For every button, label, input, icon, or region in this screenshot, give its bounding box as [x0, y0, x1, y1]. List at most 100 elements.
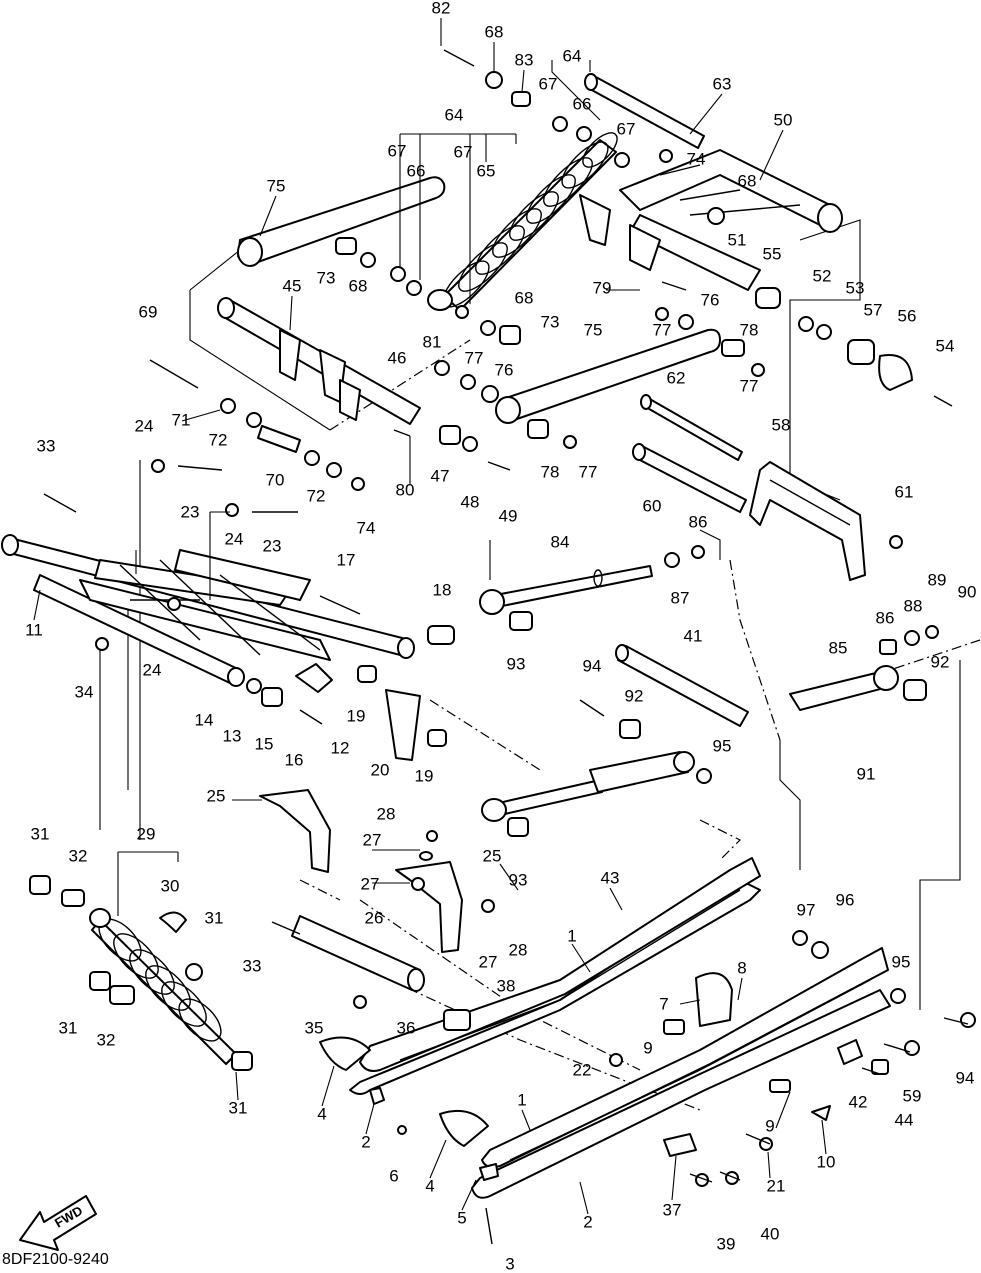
lower-front-arm: [291, 915, 425, 992]
part-callout: 31: [31, 824, 50, 843]
shaft-41: [615, 644, 749, 727]
part-callout: 59: [903, 1086, 922, 1105]
part-callout: 68: [738, 171, 757, 190]
part-callout: 49: [499, 506, 518, 525]
part-callout: 24: [135, 416, 154, 435]
part-callout: 1: [567, 926, 576, 945]
part-callout: 83: [515, 50, 534, 69]
part-callout: 67: [539, 74, 558, 93]
part-callout: 74: [357, 518, 376, 537]
part-callout: 60: [643, 496, 662, 515]
part-callout: 92: [625, 686, 644, 705]
part-callout: 81: [423, 332, 442, 351]
part-callout: 67: [388, 141, 407, 160]
part-callout: 68: [485, 22, 504, 41]
part-callout: 27: [479, 952, 498, 971]
part-callout: 16: [285, 750, 304, 769]
part-callout: 93: [507, 654, 526, 673]
part-callout: 6: [389, 1166, 398, 1185]
part-callout: 67: [454, 142, 473, 161]
part-callout: 82: [432, 0, 451, 17]
forward-direction-arrow: FWD: [19, 1195, 97, 1251]
part-callout: 19: [415, 766, 434, 785]
part-callout: 52: [813, 266, 832, 285]
part-callout: 25: [483, 846, 502, 865]
part-callout: 37: [663, 1200, 682, 1219]
part-callout: 21: [767, 1176, 786, 1195]
part-callout: 77: [740, 376, 759, 395]
rod-84: [479, 565, 653, 615]
part-callout: 78: [740, 320, 759, 339]
part-callout: 17: [337, 550, 356, 569]
part-callout: 53: [846, 278, 865, 297]
part-callout: 12: [331, 738, 350, 757]
part-callout: 9: [765, 1116, 774, 1135]
part-callout: 76: [495, 360, 514, 379]
part-callout: 69: [139, 302, 158, 321]
part-callout: 31: [229, 1098, 248, 1117]
part-callout: 70: [266, 470, 285, 489]
part-callout: 50: [774, 110, 793, 129]
shock-bracket-25b: [395, 861, 463, 953]
part-callout: 76: [701, 290, 720, 309]
part-callout: 4: [317, 1104, 326, 1123]
part-callout: 75: [267, 176, 286, 195]
part-callout: 33: [243, 956, 262, 975]
part-callout: 64: [563, 46, 582, 65]
part-callout: 63: [713, 74, 732, 93]
part-callout: 93: [509, 870, 528, 889]
part-callout: 74: [687, 149, 706, 168]
part-callout: 14: [195, 710, 214, 729]
part-callout: 77: [579, 462, 598, 481]
part-callout: 44: [895, 1110, 914, 1129]
part-callout: 97: [797, 900, 816, 919]
part-callout: 89: [928, 570, 947, 589]
part-callout: 64: [445, 105, 464, 124]
part-callout: 3: [505, 1254, 514, 1273]
stopper-bracket: [749, 461, 866, 581]
callout-leaders: [33, 18, 827, 1215]
part-callout: 46: [388, 348, 407, 367]
part-callout: 77: [653, 320, 672, 339]
upper-rear-frame: [579, 149, 843, 291]
part-callout: 13: [223, 726, 242, 745]
part-callout: 45: [283, 276, 302, 295]
part-callout: 8: [737, 958, 746, 977]
callout-layer: 82 68 83 64 63 67 66 64 67 66 67 65 67 7…: [25, 0, 976, 1273]
rod-62: [640, 394, 743, 461]
part-callout: 27: [363, 830, 382, 849]
part-callout: 39: [717, 1234, 736, 1253]
part-callout: 72: [209, 430, 228, 449]
part-callout: 11: [25, 620, 43, 639]
part-callout: 15: [255, 734, 274, 753]
part-callout: 96: [836, 890, 855, 909]
part-callout: 55: [763, 244, 782, 263]
rod-60: [632, 443, 747, 513]
part-callout: 84: [551, 532, 570, 551]
part-callout: 87: [671, 588, 690, 607]
part-callout: 23: [263, 536, 282, 555]
part-callout: 79: [593, 278, 612, 297]
lower-link-arm: [495, 328, 721, 424]
part-callout: 35: [305, 1018, 324, 1037]
part-callout: 54: [936, 336, 955, 355]
part-callout: 24: [143, 660, 162, 679]
part-callout: 67: [617, 119, 636, 138]
part-callout: 24: [225, 529, 244, 548]
rod-63: [584, 73, 705, 149]
part-callout: 85: [829, 638, 848, 657]
part-callout: 2: [583, 1212, 592, 1231]
part-callout: 32: [69, 846, 88, 865]
shock-bracket-25: [259, 789, 331, 873]
arm-85: [789, 665, 899, 711]
part-callout: 18: [433, 580, 452, 599]
front-suspension-frame: [1, 534, 415, 687]
part-callout: 58: [772, 415, 791, 434]
part-callout: 51: [728, 230, 747, 249]
part-callout: 22: [573, 1060, 592, 1079]
small-hardware: [29, 71, 976, 1187]
part-callout: 73: [317, 268, 336, 287]
part-callout: 25: [207, 786, 226, 805]
part-callout: 23: [181, 502, 200, 521]
